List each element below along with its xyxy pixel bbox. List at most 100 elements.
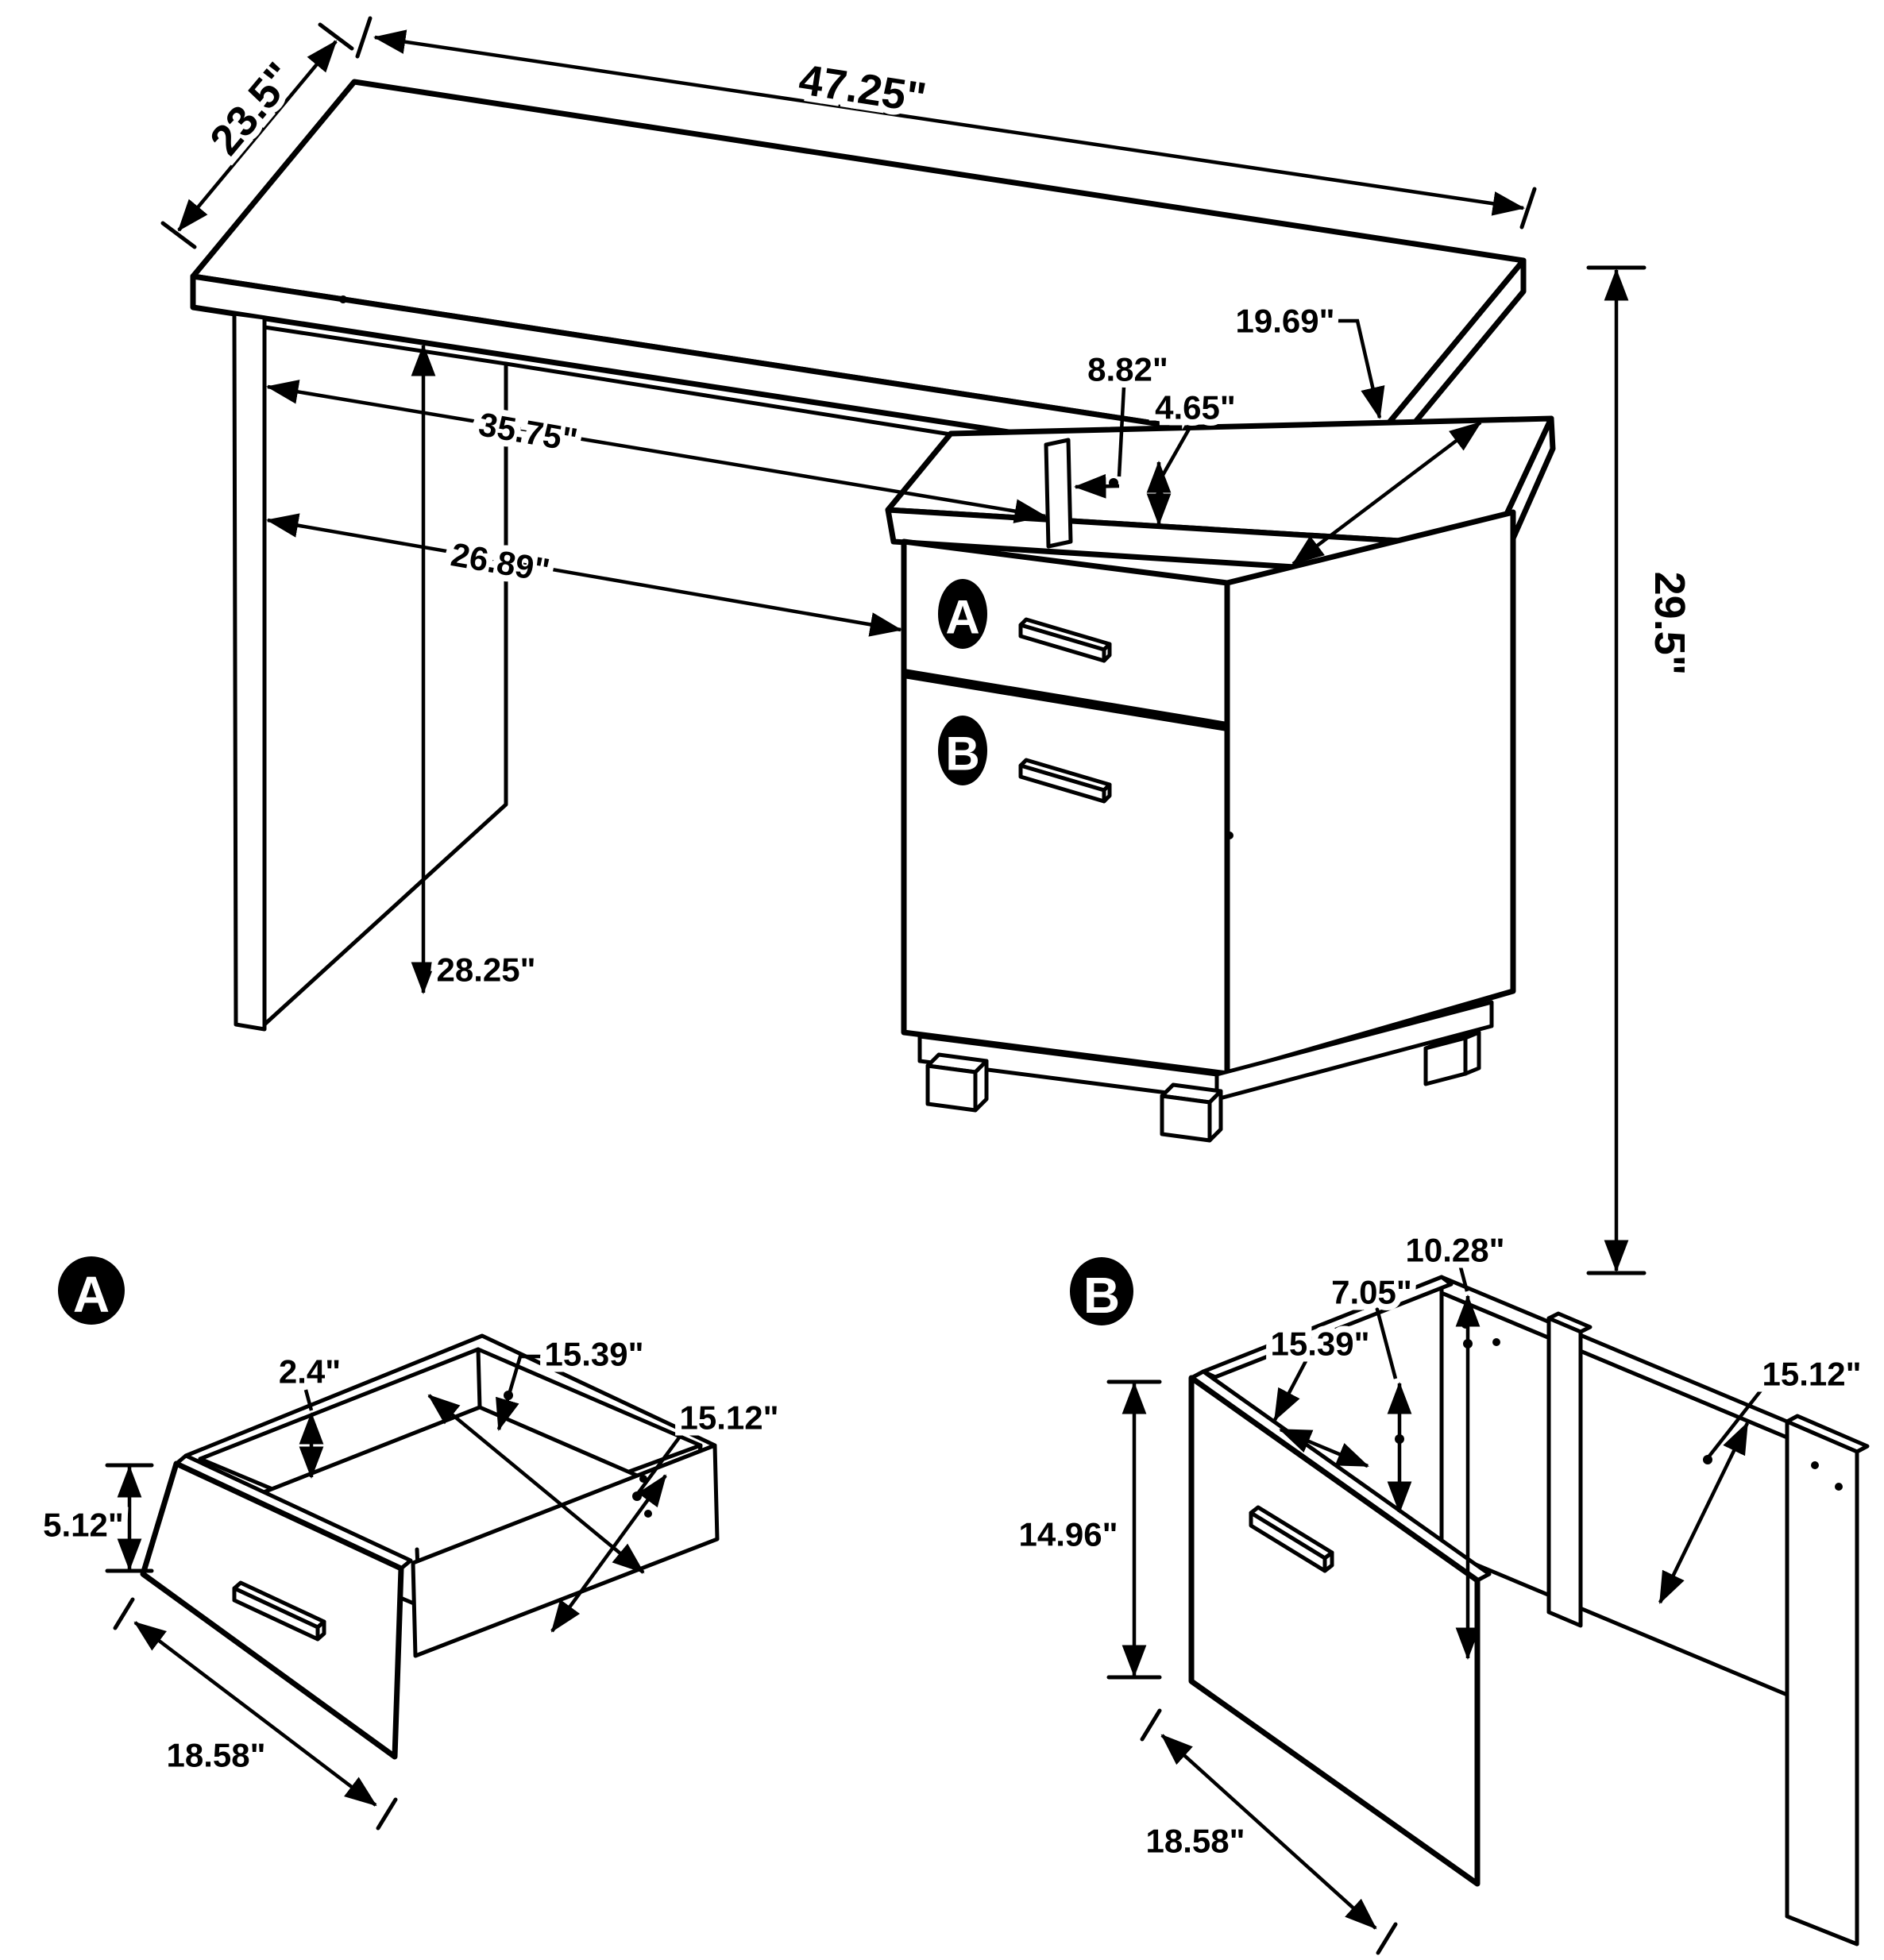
badge-a-circle (58, 1256, 125, 1325)
dim-leader (1117, 386, 1126, 477)
dim-tick (1376, 1922, 1398, 1955)
dim-line (1160, 1734, 1377, 1930)
screw-hole (1226, 831, 1233, 839)
drawer-b-divider (1546, 1311, 1593, 1628)
support-bracket (1044, 438, 1073, 549)
badge-a-letter: A (945, 591, 979, 644)
dim-line (1279, 1427, 1369, 1468)
dim-dot (1703, 1455, 1712, 1464)
dim-label-a-front-height: 5.12" (43, 1507, 124, 1544)
left-side-panel (262, 325, 508, 1027)
dim-line (1291, 421, 1482, 565)
dim-line (550, 1474, 667, 1633)
dim-dot (1395, 1434, 1404, 1444)
handle-end (1322, 1550, 1334, 1573)
dim-leader (303, 1389, 314, 1411)
dim-leg-height: 28.25" (411, 343, 542, 995)
dim-dot (1155, 492, 1164, 501)
dim-bracket-width: 8.82" (1073, 345, 1175, 499)
dim-label-a-interior-width: 15.12" (679, 1399, 778, 1437)
badge-a-circle (938, 579, 987, 649)
foot-side (1463, 1030, 1481, 1076)
dim-tick (355, 16, 373, 59)
divider-face (1546, 1316, 1583, 1628)
drawer-a-detail-view: A 5.12" 2.4" (37, 1256, 786, 1831)
handle-end (1102, 642, 1112, 663)
dim-line (266, 513, 902, 637)
inner-corner-edge (476, 1347, 482, 1410)
drawer-b-handle (1018, 758, 1112, 804)
dim-b-back-height: 10.28" (1399, 1225, 1511, 1661)
badge-b-circle (1070, 1257, 1133, 1325)
dim-b-front-height: 14.96" (1012, 1379, 1162, 1680)
foot-front (1160, 1094, 1212, 1143)
badge-b-letter: B (1083, 1267, 1120, 1324)
dim-line (266, 380, 1047, 523)
dim-dot (632, 1491, 642, 1501)
dim-label-b-divider-height: 7.05" (1331, 1274, 1412, 1311)
screw-hole (1492, 1338, 1500, 1346)
dim-leader (1273, 1358, 1308, 1422)
dim-dot (1109, 478, 1118, 488)
dim-overall-height: 29.5" (1586, 265, 1700, 1275)
screw-hole (644, 1510, 652, 1518)
dim-tick (160, 221, 197, 249)
dim-cabinet-depth: 19.69" (1229, 296, 1482, 565)
foot-front (1423, 1036, 1468, 1086)
dim-leader (1374, 1306, 1398, 1379)
handle-end (315, 1619, 326, 1642)
desk-assembly-view: A B 23.5" 47.25" 19.69" 8.82" (160, 16, 1700, 1275)
left-leg-front-strip (232, 311, 267, 1032)
dim-line (373, 29, 1526, 216)
dim-label-top-width: 47.25" (796, 56, 929, 122)
right-panel-face (1785, 1419, 1859, 1946)
screw-hole (1835, 1483, 1843, 1491)
dim-label-b-interior-width: 15.12" (1762, 1356, 1861, 1393)
dim-a-interior-width: 15.12" (550, 1393, 786, 1633)
foot-back-right (1423, 1030, 1481, 1086)
screw-hole (1811, 1461, 1819, 1469)
drawer-b-right-panel (1785, 1414, 1870, 1946)
dim-line (1658, 1422, 1750, 1604)
foot-side (973, 1059, 989, 1113)
dim-label-top-depth: 23.5" (201, 54, 304, 164)
dim-line (133, 1621, 377, 1807)
dim-label-b-width: 18.58" (1145, 1823, 1245, 1860)
foot-front (925, 1063, 978, 1113)
drawer-b-detail-view: B 14.96" (1012, 1225, 1870, 1955)
dim-leader (1457, 1264, 1469, 1292)
badge-b-circle (938, 716, 987, 785)
dim-tick (1140, 1708, 1162, 1742)
badge-b-letter: B (945, 727, 979, 781)
badge-a-letter: A (73, 1266, 110, 1323)
drawer-a-handle (1018, 617, 1112, 663)
cabinet-right-face (1224, 509, 1516, 1077)
dim-label-b-interior-depth: 15.39" (1270, 1325, 1369, 1363)
dim-tick (1519, 187, 1537, 230)
dim-label-a-rim-thickness: 2.4" (279, 1353, 341, 1391)
dim-a-width: 18.58" (113, 1597, 398, 1831)
foot-front-left (925, 1052, 989, 1113)
dim-leader (1322, 318, 1385, 419)
dim-a-front-height: 5.12" (37, 1463, 154, 1573)
drawer-divider-line (903, 669, 1228, 731)
dim-a-rim-thickness: 2.4" (272, 1347, 347, 1480)
dim-line (177, 40, 338, 232)
dim-label-b-front-height: 14.96" (1018, 1516, 1118, 1553)
dim-dot (504, 1391, 513, 1400)
dim-label-a-width: 18.58" (166, 1737, 265, 1774)
dim-label-bracket-width: 8.82" (1087, 351, 1168, 388)
dim-tick (376, 1797, 398, 1831)
dim-label-overall-height: 29.5" (1646, 572, 1693, 676)
dim-b-divider-height: 7.05" (1325, 1267, 1419, 1514)
dim-b-interior-width: 15.12" (1658, 1349, 1868, 1604)
dim-label-a-interior-depth: 15.39" (544, 1336, 643, 1373)
dim-b-width: 18.58" (1139, 1708, 1398, 1955)
drawer-b-handle (1249, 1505, 1334, 1573)
dim-dot (1463, 1339, 1473, 1348)
dim-clearance: 4.65" (1146, 383, 1242, 527)
handle-end (1102, 782, 1112, 804)
screw-hole (339, 295, 347, 303)
foot-front-right (1160, 1082, 1223, 1143)
